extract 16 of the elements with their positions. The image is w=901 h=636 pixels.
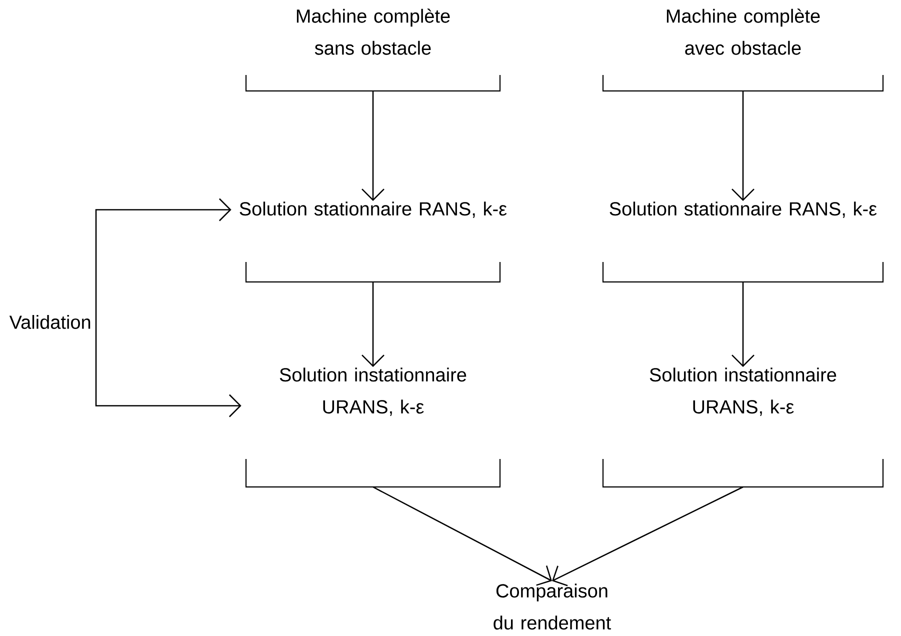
side-label: Validation xyxy=(9,315,90,329)
arrow xyxy=(95,198,232,322)
bracket-box: Solution instationnaire URANS, k-ε xyxy=(245,368,501,488)
arrow xyxy=(362,282,384,367)
bracket-box: Solution stationnaire RANS, k-ε xyxy=(240,202,507,283)
arrow xyxy=(732,282,754,367)
bracket-box: Solution instationnaire URANS, k-ε xyxy=(602,368,884,488)
bracket-box: Solution stationnaire RANS, k-ε xyxy=(602,202,884,283)
arrow xyxy=(732,90,754,201)
arrow xyxy=(372,486,552,586)
arrow xyxy=(362,90,384,201)
arrow xyxy=(552,486,744,586)
bracket-box: Machine complète sans obstacle xyxy=(245,8,501,92)
result-text: Comparaison du rendement xyxy=(494,584,611,630)
bracket-box: Machine complète avec obstacle xyxy=(602,8,884,92)
arrow xyxy=(95,322,242,418)
